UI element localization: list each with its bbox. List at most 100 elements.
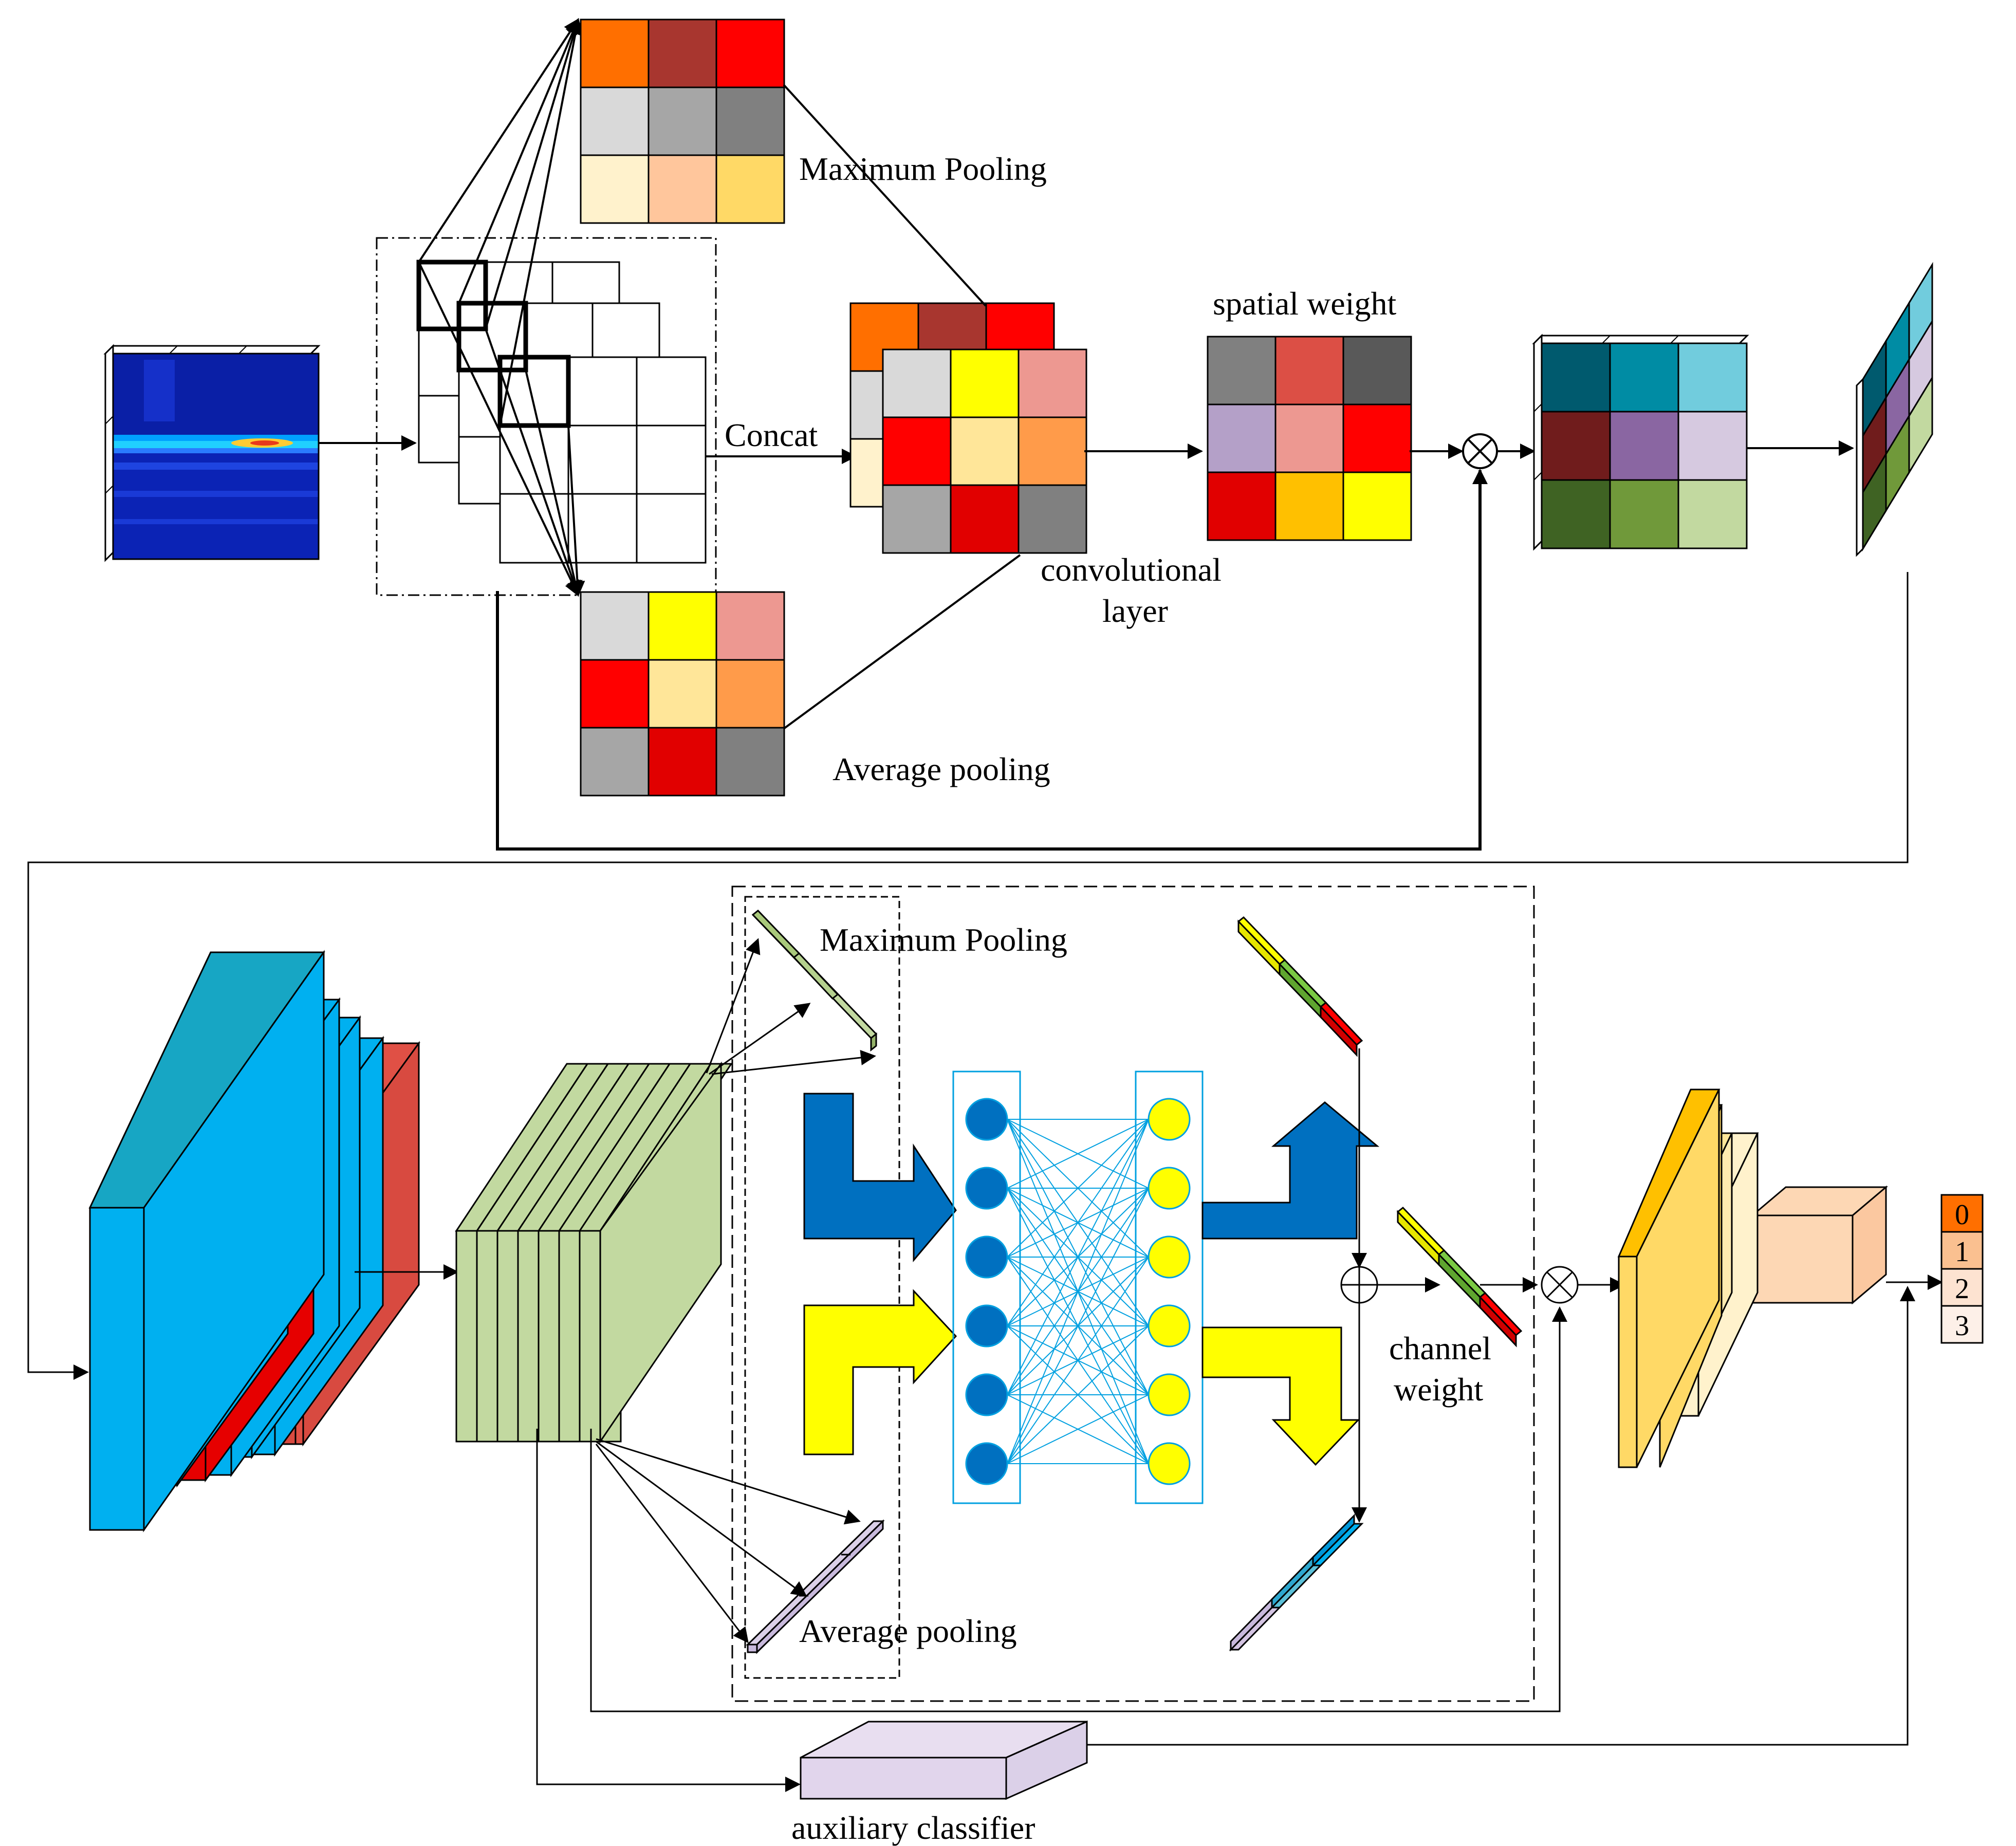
avg-pool-cell-4 — [648, 659, 717, 729]
mlp-output-node-4 — [1148, 1373, 1191, 1416]
spatial-weight-cell-3 — [1207, 403, 1277, 473]
max-branch-weight-vector — [1237, 916, 1363, 1057]
max-pooling-top-label: Maximum Pooling — [799, 151, 1047, 187]
concat-avg-cell-5 — [1018, 416, 1087, 486]
mlp-output-node-2 — [1148, 1235, 1191, 1279]
channel-weight-label-2: weight — [1394, 1371, 1483, 1408]
spatial-weight-cell-1 — [1274, 336, 1344, 405]
spatial-weight-cell-4 — [1274, 403, 1344, 473]
channel-slice-2 — [496, 1230, 519, 1443]
weighted-feature-slab — [1856, 262, 1933, 557]
weighted-cell-7 — [1609, 479, 1679, 549]
channel-slice-5 — [558, 1230, 581, 1443]
max-pool-cell-1 — [648, 19, 717, 88]
weighted-cell-6 — [1541, 479, 1611, 549]
channel-slice-0 — [455, 1230, 478, 1443]
spatial-weight-cell-2 — [1342, 336, 1412, 405]
average-pooling-bottom-label: Average pooling — [799, 1613, 1017, 1649]
skip-connection-spatial — [496, 491, 1482, 851]
pooling-fan-arrows — [418, 18, 585, 597]
max-pool-cell-5 — [715, 86, 785, 156]
concat-avg-cell-0 — [882, 348, 952, 418]
avg-pool-cell-0 — [580, 591, 650, 661]
max-pool-cell-2 — [715, 19, 785, 88]
mlp-link — [1007, 1119, 1149, 1326]
class-cell-3 — [1940, 1305, 1984, 1344]
channel-slice-3 — [517, 1230, 540, 1443]
max-pool-cell-4 — [648, 86, 717, 156]
mlp-link — [1007, 1394, 1149, 1464]
avg-pool-cell-3 — [580, 659, 650, 729]
concat-map-avg — [882, 348, 1087, 554]
pooling-to-concat-links — [783, 84, 1021, 730]
weighted-feature-cube — [1532, 334, 1749, 551]
channel-weight-vector — [1396, 1206, 1523, 1347]
mlp-link — [1007, 1257, 1149, 1464]
auxiliary-classifier-label: auxiliary classifier — [791, 1810, 1035, 1846]
mlp-input-node-2 — [965, 1235, 1008, 1279]
avg-pool-cell-8 — [715, 727, 785, 797]
mlp-link — [1007, 1188, 1149, 1464]
channel-slice-1 — [476, 1230, 498, 1443]
mlp-link — [1007, 1119, 1149, 1189]
concat-avg-cell-8 — [1018, 484, 1087, 554]
mlp-output-node-3 — [1148, 1304, 1191, 1347]
weighted-cell-2 — [1677, 342, 1748, 413]
mlp-output-node-5 — [1148, 1442, 1191, 1485]
avg-branch-weight-vector — [1229, 1513, 1364, 1652]
sum-node — [1340, 1266, 1378, 1304]
max-pool-cell-3 — [580, 86, 650, 156]
avg-pool-flow-arrow — [803, 1289, 957, 1455]
backbone-conv-blocks — [88, 950, 420, 1533]
channel-attention-box — [731, 885, 1535, 1702]
concat-avg-cell-3 — [882, 416, 952, 486]
mlp-input-node-1 — [965, 1167, 1008, 1210]
mlp-link — [1007, 1119, 1149, 1395]
auxiliary-classifier-block — [800, 1720, 1088, 1800]
spatial-weight-label: spatial weight — [1213, 285, 1396, 322]
mlp-input-node-4 — [965, 1373, 1008, 1416]
concat-avg-cell-2 — [1018, 348, 1087, 418]
input-spectrogram — [103, 344, 321, 562]
spatial-weight-cell-6 — [1207, 471, 1277, 541]
mlp-input-layer-box — [952, 1070, 1021, 1504]
mlp-output-node-0 — [1148, 1098, 1191, 1141]
auxiliary-to-output-connector — [1087, 1286, 1915, 1746]
max-pool-cell-7 — [648, 154, 717, 224]
connector-top-to-bottom — [27, 572, 1909, 1380]
shared-mlp — [952, 1070, 1204, 1504]
mlp-link — [1007, 1325, 1149, 1464]
connector-to-auxiliary — [536, 1429, 801, 1792]
weighted-cell-3 — [1541, 411, 1611, 481]
weighted-cell-0 — [1541, 342, 1611, 413]
conv-layer-label-2: layer — [1102, 593, 1168, 629]
mlp-link — [1007, 1119, 1149, 1258]
skip-connection-channel — [590, 1306, 1567, 1712]
weighted-cell-8 — [1677, 479, 1748, 549]
mlp-to-max-weight-arrow — [1201, 1101, 1380, 1240]
avg-pool-cell-2 — [715, 591, 785, 661]
slab-cell-8 — [1908, 375, 1933, 475]
avg-pool-cell-6 — [580, 727, 650, 797]
conv-layer-label-1: convolutional — [1041, 551, 1222, 588]
class-label-2: 2 — [1955, 1273, 1969, 1305]
max-pool-arrows — [706, 938, 876, 1075]
weighted-cell-4 — [1609, 411, 1679, 481]
pooling-column-box — [744, 896, 900, 1679]
max-pool-cell-8 — [715, 154, 785, 224]
concat-avg-cell-1 — [950, 348, 1020, 418]
channel-slice-6 — [579, 1230, 601, 1443]
concat-avg-cell-6 — [882, 484, 952, 554]
class-label-1: 1 — [1955, 1236, 1969, 1268]
max-pool-cell-0 — [580, 19, 650, 88]
feature-map-stack — [418, 261, 707, 564]
average-pooling-grid — [580, 591, 785, 797]
avg-pool-cell-5 — [715, 659, 785, 729]
concat-label: Concat — [725, 417, 818, 453]
spatial-weight-cell-5 — [1342, 403, 1412, 473]
max-pooling-bottom-label: Maximum Pooling — [820, 921, 1067, 958]
mlp-to-avg-weight-arrow — [1201, 1326, 1360, 1466]
feature-map-channels — [455, 1061, 733, 1444]
mlp-input-node-3 — [965, 1304, 1008, 1347]
